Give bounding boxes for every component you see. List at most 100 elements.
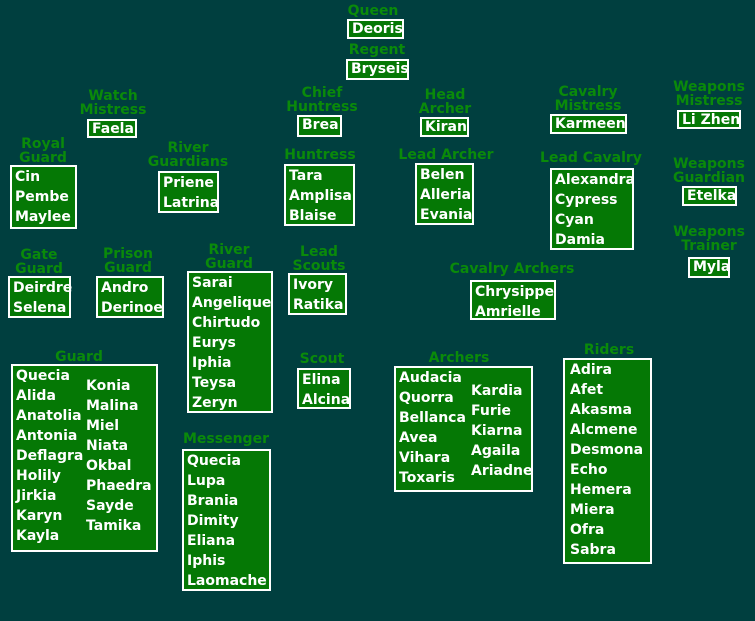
member-name: Brea <box>302 117 339 133</box>
river-guard-title: River Guard <box>194 243 264 271</box>
member-name: Belen <box>420 167 465 183</box>
prison-guard-box: Andro Derinoe <box>96 276 164 318</box>
huntress-title: Huntress <box>284 147 356 163</box>
lead-cavalry-title: Lead Cavalry <box>540 150 642 166</box>
weapons-trainer-box: Myla <box>688 257 730 278</box>
scout-title: Scout <box>299 351 345 367</box>
guard-column-1: Quecia Alida Anatolia Antonia Deflagra H… <box>13 366 83 546</box>
title-line: Mistress <box>554 98 622 114</box>
head-archer-title: Head Archer <box>412 88 478 116</box>
member-name: Toxaris <box>399 470 455 486</box>
title-line: Weapons <box>673 79 745 95</box>
member-name: Adira <box>570 362 613 378</box>
archers-column-2: Kardia Furie Kiarna Agaila Ariadne <box>468 381 532 481</box>
title-line: Cavalry <box>558 84 618 100</box>
regent-title: Regent <box>348 42 406 58</box>
title-line: Lead <box>300 244 338 260</box>
member-name: Amrielle <box>475 304 541 320</box>
huntress-box: Tara Amplisa Blaise <box>284 164 355 226</box>
title-line: Mistress <box>675 93 743 109</box>
member-name: Okbal <box>86 458 132 474</box>
member-name: Ofra <box>570 522 605 538</box>
member-name: Tara <box>289 168 323 184</box>
lead-scouts-title: Lead Scouts <box>287 245 351 273</box>
title-line: River <box>167 140 209 156</box>
cavalry-mistress-box: Karmeen <box>550 114 627 134</box>
weapons-guardian-box: Etelka <box>682 186 737 206</box>
cavalry-archers-title: Cavalry Archers <box>449 261 575 277</box>
member-name: Sayde <box>86 498 134 514</box>
royal-guard-box: Cin Pembe Maylee <box>10 165 77 229</box>
title-line: Huntress <box>286 99 358 115</box>
river-guardians-title: River Guardians <box>146 141 230 169</box>
member-name: Li Zhen <box>682 112 741 128</box>
member-name: Antonia <box>16 428 78 444</box>
lead-archer-title: Lead Archer <box>398 147 494 163</box>
member-name: Iphia <box>192 355 232 371</box>
member-name: Kardia <box>471 383 523 399</box>
member-name: Evania <box>420 207 473 223</box>
member-name: Kiran <box>425 119 467 135</box>
archers-title: Archers <box>428 350 490 366</box>
member-name: Derinoe <box>101 300 163 316</box>
river-guardians-box: Priene Latrina <box>158 171 219 213</box>
watch-mistress-title: Watch Mistress <box>78 89 148 117</box>
title-line: Archer <box>418 101 472 117</box>
member-name: Selena <box>13 300 67 316</box>
title-line: Guard <box>15 261 63 277</box>
title-line: Royal <box>21 136 65 152</box>
royal-guard-title: Royal Guard <box>10 137 76 165</box>
member-name: Avea <box>399 430 438 446</box>
member-name: Kayla <box>16 528 60 544</box>
member-name: Agaila <box>471 443 521 459</box>
member-name: Konia <box>86 378 131 394</box>
member-name: Miel <box>86 418 120 434</box>
member-name: Cyan <box>555 212 594 228</box>
regent-box: Bryseis <box>346 59 409 80</box>
member-name: Sarai <box>192 275 233 291</box>
member-name: Bellanca <box>399 410 466 426</box>
member-name: Etelka <box>687 188 737 204</box>
title-line: Chief <box>301 85 343 101</box>
weapons-mistress-box: Li Zhen <box>677 110 741 129</box>
scout-box: Elina Alcina <box>297 368 351 409</box>
member-name: Pembe <box>15 189 69 205</box>
title-line: River <box>208 242 250 258</box>
gate-guard-box: Deirdre Selena <box>8 276 72 318</box>
member-name: Elina <box>302 372 341 388</box>
member-name: Cin <box>15 169 41 185</box>
title-line: Watch <box>88 88 138 104</box>
member-name: Jirkia <box>16 488 57 504</box>
title-line: Guard <box>104 260 152 276</box>
member-name: Kiarna <box>471 423 523 439</box>
member-name: Lupa <box>187 473 226 489</box>
riders-box: Adira Afet Akasma Alcmene Desmona Echo H… <box>563 358 652 564</box>
member-name: Deflagra <box>16 448 84 464</box>
member-name: Quorra <box>399 390 454 406</box>
member-name: Afet <box>570 382 604 398</box>
member-name: Alleria <box>420 187 472 203</box>
lead-archer-box: Belen Alleria Evania <box>415 163 474 225</box>
weapons-trainer-title: Weapons Trainer <box>670 225 748 253</box>
prison-guard-title: Prison Guard <box>96 247 160 275</box>
member-name: Maylee <box>15 209 71 225</box>
member-name: Bryseis <box>351 61 409 77</box>
queen-box: Deoris <box>347 19 404 39</box>
guard-box: Quecia Alida Anatolia Antonia Deflagra H… <box>11 364 158 552</box>
member-name: Iphis <box>187 553 226 569</box>
member-name: Latrina <box>163 195 220 211</box>
member-name: Chirtudo <box>192 315 261 331</box>
member-name: Dimity <box>187 513 239 529</box>
title-line: Scouts <box>292 258 346 274</box>
title-line: Head <box>424 87 466 103</box>
member-name: Ariadne <box>471 463 533 479</box>
title-line: Weapons <box>673 224 745 240</box>
guard-column-2: Konia Malina Miel Niata Okbal Phaedra Sa… <box>83 376 152 536</box>
member-name: Vihara <box>399 450 451 466</box>
guard-title: Guard <box>55 349 103 365</box>
messenger-box: Quecia Lupa Brania Dimity Eliana Iphis L… <box>182 449 271 591</box>
lead-scouts-box: Ivory Ratika <box>288 273 347 315</box>
member-name: Chrysippe <box>475 284 554 300</box>
member-name: Tamika <box>86 518 142 534</box>
member-name: Alcina <box>302 392 351 408</box>
